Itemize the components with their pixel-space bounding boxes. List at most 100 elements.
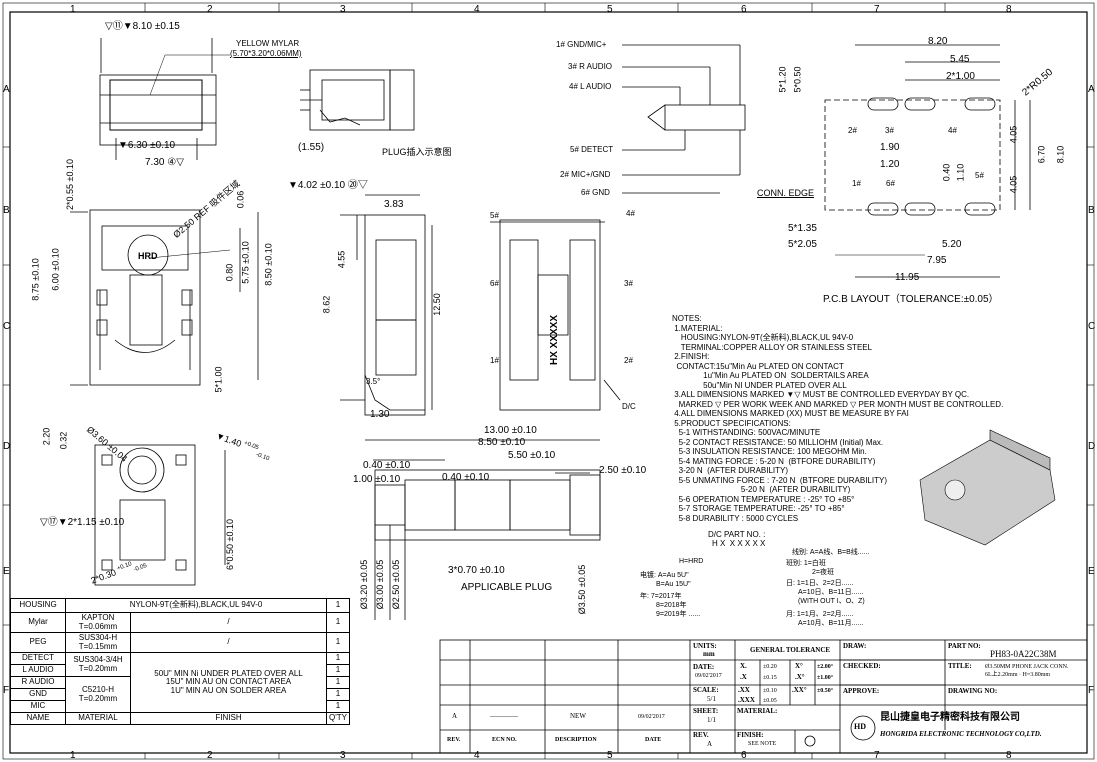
bom-material: NYLON-9T(全新料),BLACK,UL 94V-0: [64, 598, 328, 613]
dim-402: ▼4.02 ±0.10 ⑳▽: [288, 180, 368, 191]
grid-col-7-bottom: 7: [874, 750, 880, 761]
bom-qty: 1: [326, 598, 350, 613]
note-line: 5-2 CONTACT RESISTANCE: 50 MILLIOHM (Ini…: [672, 437, 884, 447]
tol-3x-val: ±0.05: [763, 698, 777, 704]
pin-3: 3#: [624, 279, 633, 288]
dim-575: 5.75 ±0.10: [240, 241, 251, 284]
rev-hdr-date: DATE: [645, 737, 662, 743]
pcb-dim-110: 1.10: [955, 163, 966, 182]
pcb-pin-3: 3#: [885, 126, 894, 135]
grid-row-D: D: [3, 441, 11, 452]
pcb-dim-050: 5*0.50: [792, 66, 803, 93]
dim-width: ▽⑪▼8.10 ±0.15: [105, 21, 180, 32]
grid-row-A: A: [3, 84, 10, 95]
rev-hdr-rev: REV.: [447, 737, 461, 743]
note-line: CONTACT:15u"Min Au PLATED ON CONTACT: [672, 361, 844, 371]
grid-row-F-right: F: [1088, 685, 1095, 696]
hx-code: HX XXXXX: [549, 314, 561, 366]
grid-col-6-bottom: 6: [741, 750, 747, 761]
material-label: MATERIAL:: [737, 707, 778, 715]
tol-x: X.: [740, 662, 747, 670]
schem-pin-6: 6# GND: [581, 188, 610, 197]
company-en: HONGRIDA ELECTRONIC TECHNOLOGY CO,LTD.: [880, 730, 1042, 738]
grid-row-E: E: [3, 566, 10, 577]
dim-100: 5*1.00: [213, 366, 224, 393]
bom-qty: 1: [326, 612, 350, 633]
note-line: TERMINAL:COPPER ALLOY OR STAINLESS STEEL: [672, 342, 873, 352]
conn-edge: CONN. EDGE: [757, 188, 815, 198]
note-line: 5-4 MATING FORCE : 5-20 N (BTFORE DURABI…: [672, 456, 876, 466]
bom-qty: 1: [326, 700, 350, 713]
tol-2xdeg: .XX°: [792, 686, 807, 694]
bom-header-name: NAME: [10, 712, 66, 725]
dc-plating-a: 电镀: A=Au 5U": [640, 572, 689, 579]
checked-label: CHECKED:: [843, 662, 881, 670]
bom-qty: 1: [326, 676, 350, 689]
dim-220: 2.20: [41, 427, 52, 446]
pin-5: 5#: [490, 211, 499, 220]
schem-pin-1: 1# GND/MIC+: [556, 40, 607, 49]
pcb-dim-545: 5.45: [950, 54, 970, 65]
grid-row-B: B: [3, 205, 10, 216]
grid-col-3-bottom: 3: [340, 750, 346, 761]
pin-6: 6#: [490, 279, 499, 288]
bom-qty: 1: [326, 652, 350, 665]
grid-row-E-right: E: [1088, 566, 1095, 577]
dim-inner-value: 6.30 ±0.10: [127, 140, 176, 151]
dim-875: 8.75 ±0.10: [30, 258, 41, 301]
dc-year-2: 8=2018年: [656, 602, 687, 609]
rev-row-date: 09/02'2017: [638, 714, 665, 720]
dim-850: 8.50 ±0.10: [263, 243, 274, 286]
angle: 3.5°: [366, 377, 381, 386]
pin-1: 1#: [490, 356, 499, 365]
dim-inner: ▼6.30 ±0.10: [118, 140, 176, 151]
notes-block: NOTES: 1.MATERIAL: HOUSING:NYLON-9T(全新料)…: [672, 314, 1072, 523]
rev-row-rev: A: [452, 712, 458, 720]
grid-row-A-right: A: [1088, 84, 1095, 95]
note-line: 5-7 STORAGE TEMPERATURE: -25° TO +85°: [672, 504, 845, 513]
dim-032: 0.32: [58, 431, 69, 450]
bom-header-finish: FINISH: [129, 712, 328, 725]
bom-material: SUS304-3/4H T=0.20mm: [65, 652, 131, 677]
grid-col-2: 2: [207, 4, 213, 15]
rev-label: REV.: [693, 731, 709, 739]
title-value-2: 6L上2.20mm · H=3.80mm: [985, 672, 1051, 678]
grid-col-8: 8: [1006, 4, 1012, 15]
pcb-dim-120b: 1.20: [880, 159, 900, 170]
dim-width-value: 8.10 ±0.15: [132, 21, 180, 32]
note-line: 5-20 N (AFTER DURABILITY): [672, 485, 851, 494]
grid-col-5: 5: [607, 4, 613, 15]
bom-name: PEG: [10, 632, 66, 653]
pcb-dim-670: 6.70: [1036, 145, 1047, 164]
dc-month-2: A=10月、B=11月......: [798, 620, 864, 627]
dim-455: 4.55: [336, 250, 347, 269]
dim-862: 8.62: [321, 295, 332, 314]
grid-col-3: 3: [340, 4, 346, 15]
bom-material: SUS304-H T=0.15mm: [65, 632, 131, 653]
plug-dim-070: 3*0.70 ±0.10: [448, 565, 505, 576]
units-label: UNITS:: [693, 642, 717, 650]
plug-dim-1300: 13.00 ±0.10: [484, 425, 537, 436]
approve-label: APPROVE:: [843, 687, 880, 695]
finish-label: FINISH:: [737, 731, 764, 739]
plug-dim-850: 8.50 ±0.10: [478, 437, 526, 448]
grid-row-B-right: B: [1088, 205, 1095, 216]
dim-115: ▽⑰▼2*1.15 ±0.10: [40, 517, 125, 528]
note-line: 2.FINISH:: [672, 352, 710, 361]
gen-tol: GENERAL TOLERANCE: [750, 646, 831, 654]
note-line: 5.PRODUCT SPECIFICATIONS:: [672, 418, 791, 428]
plug-label: PLUG插入示意图: [382, 147, 452, 157]
grid-row-F: F: [3, 685, 10, 696]
draw-label: DRAW:: [843, 642, 867, 650]
units-value: mm: [703, 650, 715, 658]
note-line: 3.ALL DIMENSIONS MARKED ▼▽ MUST BE CONTR…: [672, 390, 970, 399]
dim-006: 0.06: [235, 190, 246, 209]
bom-table: HOUSING NYLON-9T(全新料),BLACK,UL 94V-0 1 M…: [10, 598, 350, 725]
pcb-dim-205: 5*2.05: [788, 239, 817, 250]
pcb-dim-405b: 4.05: [1008, 175, 1019, 194]
pcb-dim-120: 5*1.20: [777, 66, 788, 93]
bom-name: GND: [10, 688, 66, 701]
pcb-dim-1195: 11.95: [895, 272, 920, 283]
bom-name: Mylar: [10, 612, 66, 633]
note-line: 4.ALL DIMENSIONS MARKED (XX) MUST BE MEA…: [672, 409, 909, 418]
